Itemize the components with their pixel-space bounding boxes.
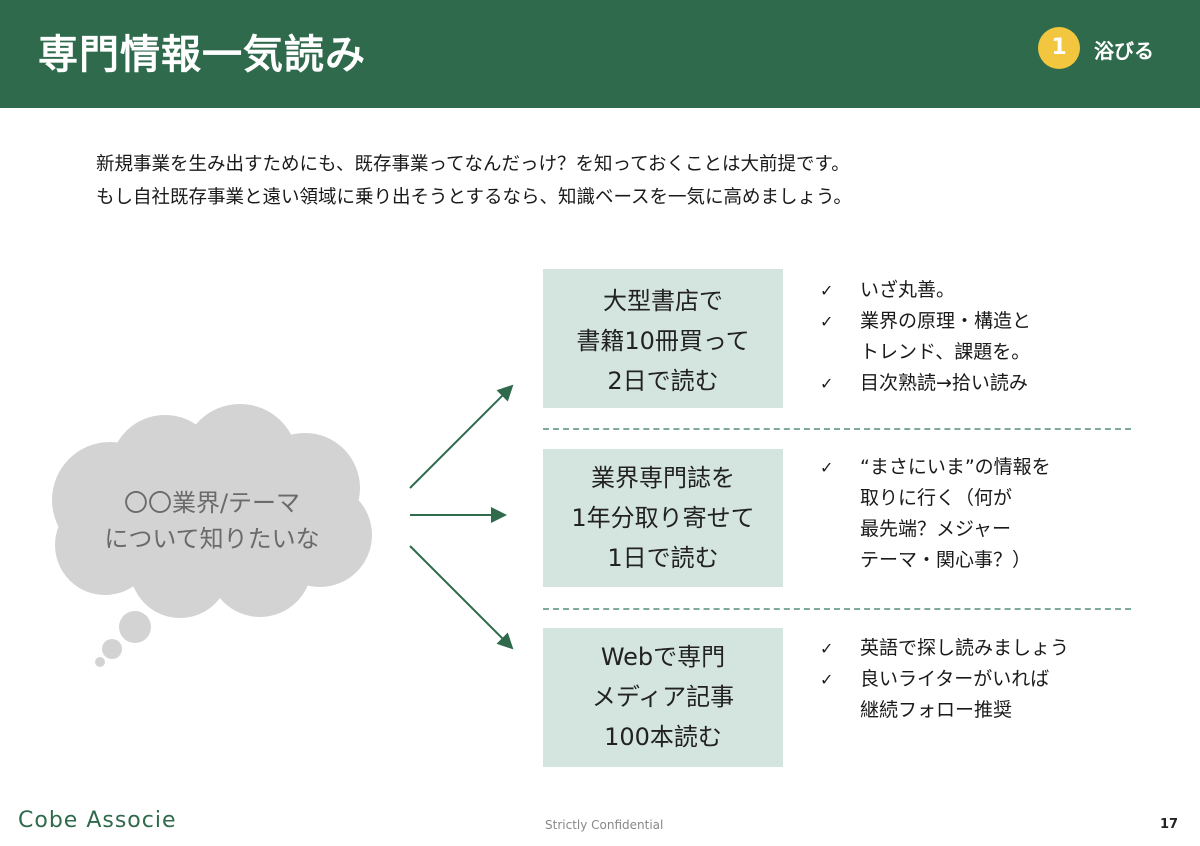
thought-bubble-small	[95, 657, 105, 667]
thought-line-2: について知りたいな	[104, 525, 320, 553]
arrow-up	[409, 384, 514, 489]
method-2-line-3: 1日で読む	[607, 544, 719, 572]
check-icon: ✓	[820, 312, 834, 331]
method-2-line-1: 業界専門誌を	[591, 464, 735, 492]
point-item: ✓ 英語で探し読みましょう	[820, 633, 1160, 664]
point-text: 業界の原理・構造とトレンド、課題を。	[860, 310, 1032, 363]
method-3-line-1: Webで専門	[600, 643, 726, 671]
method-2-points: ✓ “まさにいま”の情報を取りに行く（何が最先端？メジャーテーマ・関心事？）	[820, 452, 1160, 576]
point-item: ✓ いざ丸善。	[820, 275, 1160, 306]
method-3-line-3: 100本読む	[604, 723, 722, 751]
method-2-line-2: 1年分取り寄せて	[571, 504, 755, 532]
point-text: いざ丸善。	[860, 279, 956, 301]
step-number-badge: 1	[1038, 27, 1080, 69]
intro-line-2: もし自社既存事業と遠い領域に乗り出そうとするなら、知識ベースを一気に高めましょう…	[96, 187, 852, 208]
point-text: 英語で探し読みましょう	[860, 637, 1070, 659]
check-icon: ✓	[820, 374, 834, 393]
page-title: 専門情報一気読み	[38, 32, 366, 78]
divider-2	[543, 608, 1131, 610]
check-icon: ✓	[820, 670, 834, 689]
arrow-down	[409, 545, 514, 650]
point-text: “まさにいま”の情報を取りに行く（何が最先端？メジャーテーマ・関心事？）	[860, 456, 1051, 571]
point-item: ✓ “まさにいま”の情報を取りに行く（何が最先端？メジャーテーマ・関心事？）	[820, 452, 1160, 576]
check-icon: ✓	[820, 639, 834, 658]
method-1-line-1: 大型書店で	[603, 287, 723, 315]
thought-bubble-medium	[102, 639, 122, 659]
check-icon: ✓	[820, 281, 834, 300]
check-icon: ✓	[820, 458, 834, 477]
company-logo: Cobe Associe	[18, 808, 177, 833]
method-box-bookstore: 大型書店で 書籍10冊買って 2日で読む	[543, 269, 783, 408]
thought-text: 〇〇業界/テーマ について知りたいな	[52, 485, 372, 557]
method-box-magazine: 業界専門誌を 1年分取り寄せて 1日で読む	[543, 449, 783, 587]
header-bar: 専門情報一気読み 1 浴びる	[0, 0, 1200, 108]
page-number: 17	[1160, 817, 1179, 832]
method-1-line-2: 書籍10冊買って	[576, 327, 750, 355]
point-item: ✓ 目次熟読→拾い読み	[820, 368, 1160, 399]
confidential-label: Strictly Confidential	[545, 818, 664, 832]
method-3-line-2: メディア記事	[591, 683, 735, 711]
method-1-line-3: 2日で読む	[607, 367, 719, 395]
method-box-web: Webで専門 メディア記事 100本読む	[543, 628, 783, 767]
point-item: ✓ 業界の原理・構造とトレンド、課題を。	[820, 306, 1160, 368]
point-item: ✓ 良いライターがいれば継続フォロー推奨	[820, 664, 1160, 726]
step-label: 浴びる	[1094, 39, 1154, 63]
thought-line-1: 〇〇業界/テーマ	[123, 489, 301, 517]
divider-1	[543, 428, 1131, 430]
thought-bubble-large	[119, 611, 151, 643]
point-text: 良いライターがいれば継続フォロー推奨	[860, 668, 1050, 721]
method-3-points: ✓ 英語で探し読みましょう ✓ 良いライターがいれば継続フォロー推奨	[820, 633, 1160, 726]
intro-line-1: 新規事業を生み出すためにも、既存事業ってなんだっけ？を知っておくことは大前提です…	[96, 154, 850, 175]
point-text: 目次熟読→拾い読み	[860, 372, 1028, 394]
method-1-points: ✓ いざ丸善。 ✓ 業界の原理・構造とトレンド、課題を。 ✓ 目次熟読→拾い読み	[820, 275, 1160, 399]
intro-text: 新規事業を生み出すためにも、既存事業ってなんだっけ？を知っておくことは大前提です…	[96, 148, 852, 214]
